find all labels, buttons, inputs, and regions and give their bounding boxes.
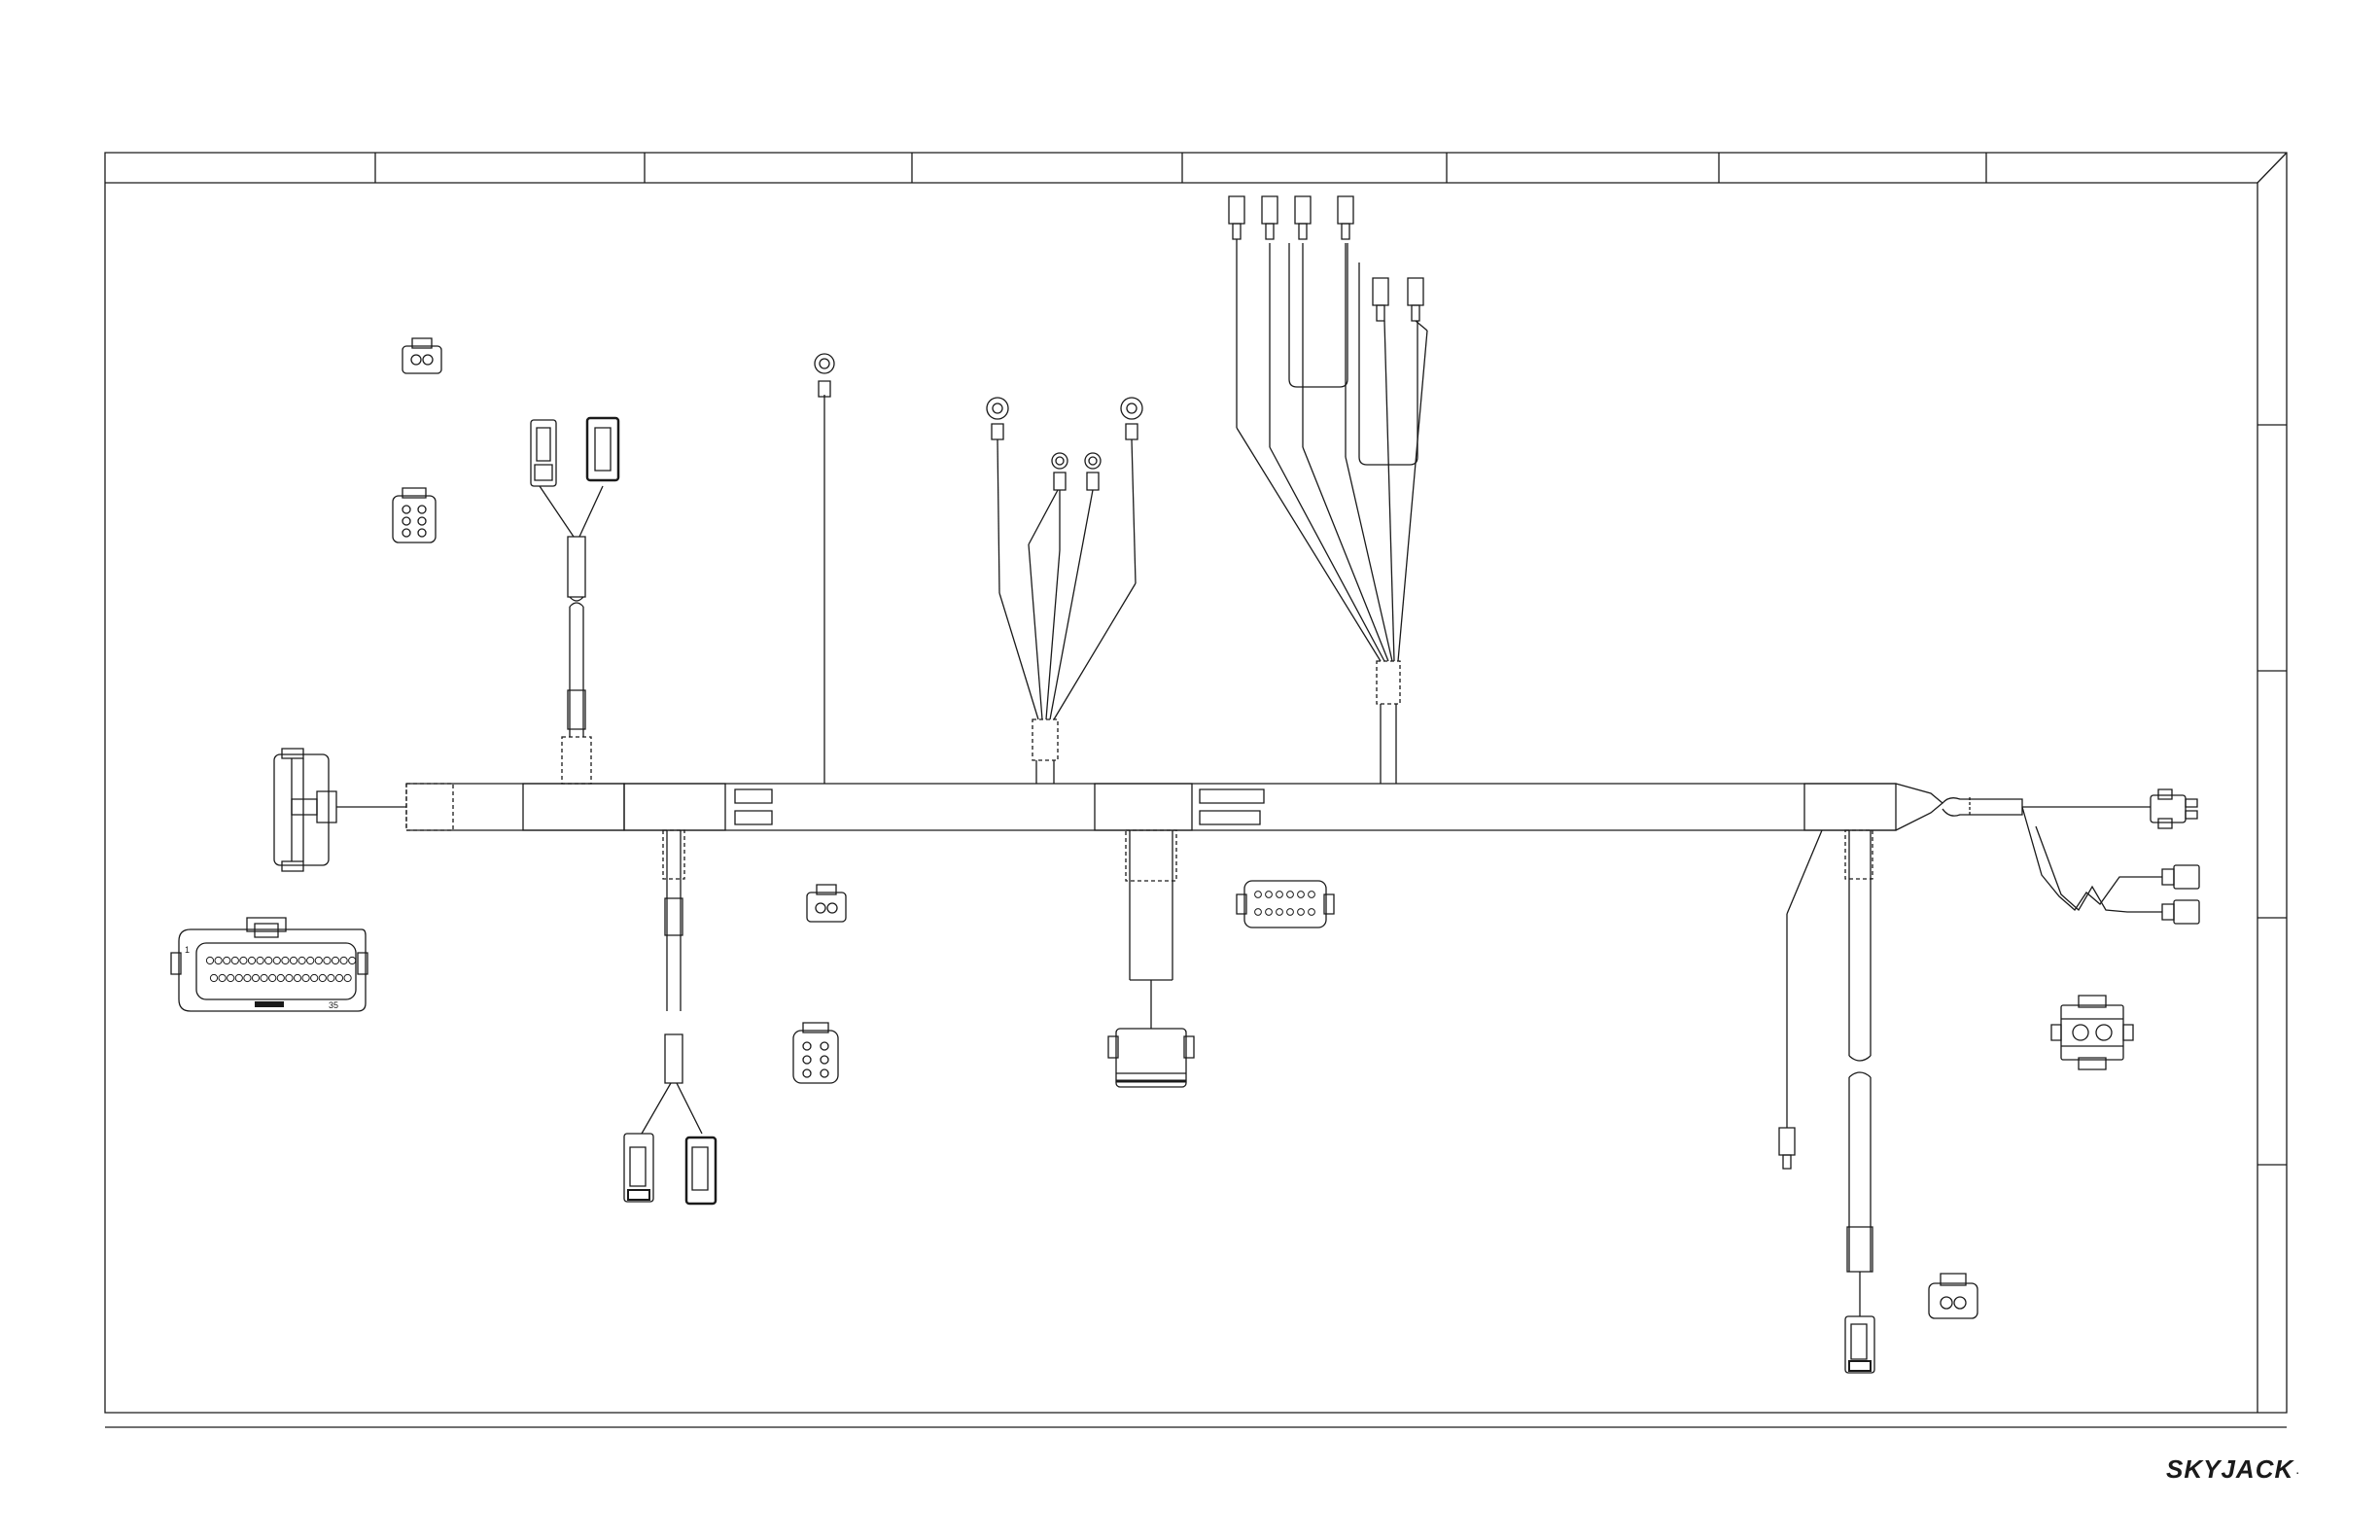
pin-cavity: [349, 957, 356, 963]
pin-label-first: 1: [185, 945, 190, 955]
dt-6pin-connector-middle: [793, 1023, 838, 1083]
pin-cavity: [311, 974, 318, 981]
pin-cavity: [298, 957, 305, 963]
pin-cavity: [252, 974, 259, 981]
pin-cavity: [324, 957, 331, 963]
pin-cavity: [1287, 909, 1294, 916]
pin-cavity: [219, 974, 226, 981]
branch-right-down: [1779, 830, 1874, 1373]
large-boot-connector: [1108, 1029, 1194, 1087]
pin-cavity: [286, 974, 293, 981]
ampseal-pins: [206, 957, 355, 981]
pin-cavity: [1266, 909, 1273, 916]
dt-2pin-connector-middle: [807, 885, 846, 922]
branch-lower-left: [624, 830, 716, 1204]
pin-cavity: [277, 974, 284, 981]
pin-cavity: [228, 974, 234, 981]
pin-cavity: [215, 957, 222, 963]
branch-far-right: [2022, 789, 2199, 1069]
pin-cavity: [282, 957, 289, 963]
pin-cavity: [332, 957, 338, 963]
pin-cavity: [290, 957, 297, 963]
pin-cavity: [307, 957, 314, 963]
pin-cavity: [261, 974, 267, 981]
dt-6pin-connector-left: [393, 488, 436, 542]
pin-cavity: [235, 974, 242, 981]
pin-cavity: [1309, 892, 1315, 898]
pin-cavity: [1255, 892, 1262, 898]
pin-cavity: [315, 957, 322, 963]
dt-plug-upper-left-a: [531, 420, 556, 486]
pin-cavity: [328, 974, 334, 981]
skyjack-logo: SKYJACK .: [2166, 1454, 2299, 1484]
dt-2pin-connector-bottom-right: [1929, 1274, 1978, 1318]
dt-plug-lower-left-b: [686, 1138, 716, 1204]
pin-cavity: [1266, 892, 1273, 898]
ring-terminal-fan: [987, 398, 1142, 784]
pin-cavity: [1287, 892, 1294, 898]
pin-cavity: [1309, 909, 1315, 916]
pin-cavity: [1255, 909, 1262, 916]
ampseal-35-pin-connector: 1 35: [171, 918, 368, 1011]
dt-plug-upper-left-b: [587, 418, 618, 480]
pin-cavity: [1298, 892, 1305, 898]
logo-text: SKYJACK: [2166, 1454, 2293, 1485]
pin-cavity: [1277, 892, 1283, 898]
pin-cavity: [231, 957, 238, 963]
pin-label-last: 35: [329, 1000, 338, 1010]
pin-cavity: [319, 974, 326, 981]
pin-cavity: [265, 957, 272, 963]
mate-n-lok-receptacle: [2051, 996, 2133, 1069]
pin-cavity: [273, 957, 280, 963]
pin-cavity: [340, 957, 347, 963]
pin-cavity: [248, 957, 255, 963]
branch-upper-left: [531, 418, 618, 784]
pin-cavity: [1277, 909, 1283, 916]
pin-cavity: [1298, 909, 1305, 916]
dt-plug-lower-left-a: [624, 1134, 653, 1202]
pin-cavity: [240, 957, 247, 963]
pin-cavity: [224, 957, 230, 963]
ring-terminal-lead-1: [815, 354, 834, 784]
ampseal-side-connector: [274, 749, 406, 871]
pin-cavity: [269, 974, 276, 981]
spade-terminals: [1229, 196, 1423, 321]
dt-2pin-connector-top-left: [402, 338, 441, 373]
pin-cavity: [206, 957, 213, 963]
pin-cavity: [294, 974, 300, 981]
spade-terminal-fan: [1229, 196, 1427, 784]
pin-cavity: [302, 974, 309, 981]
dt-plug-bottom-right: [1845, 1316, 1874, 1373]
branch-center-down: [1108, 830, 1194, 1087]
pin-cavity: [257, 957, 263, 963]
dt-12pin-connector: [1237, 881, 1334, 928]
pin-cavity: [344, 974, 351, 981]
mate-n-lok-plug: [2151, 789, 2197, 828]
pin-cavity: [210, 974, 217, 981]
main-harness-trunk: [406, 784, 2151, 830]
logo-mark: .: [2295, 1461, 2299, 1477]
pin-cavity: [244, 974, 251, 981]
pin-cavity: [335, 974, 342, 981]
